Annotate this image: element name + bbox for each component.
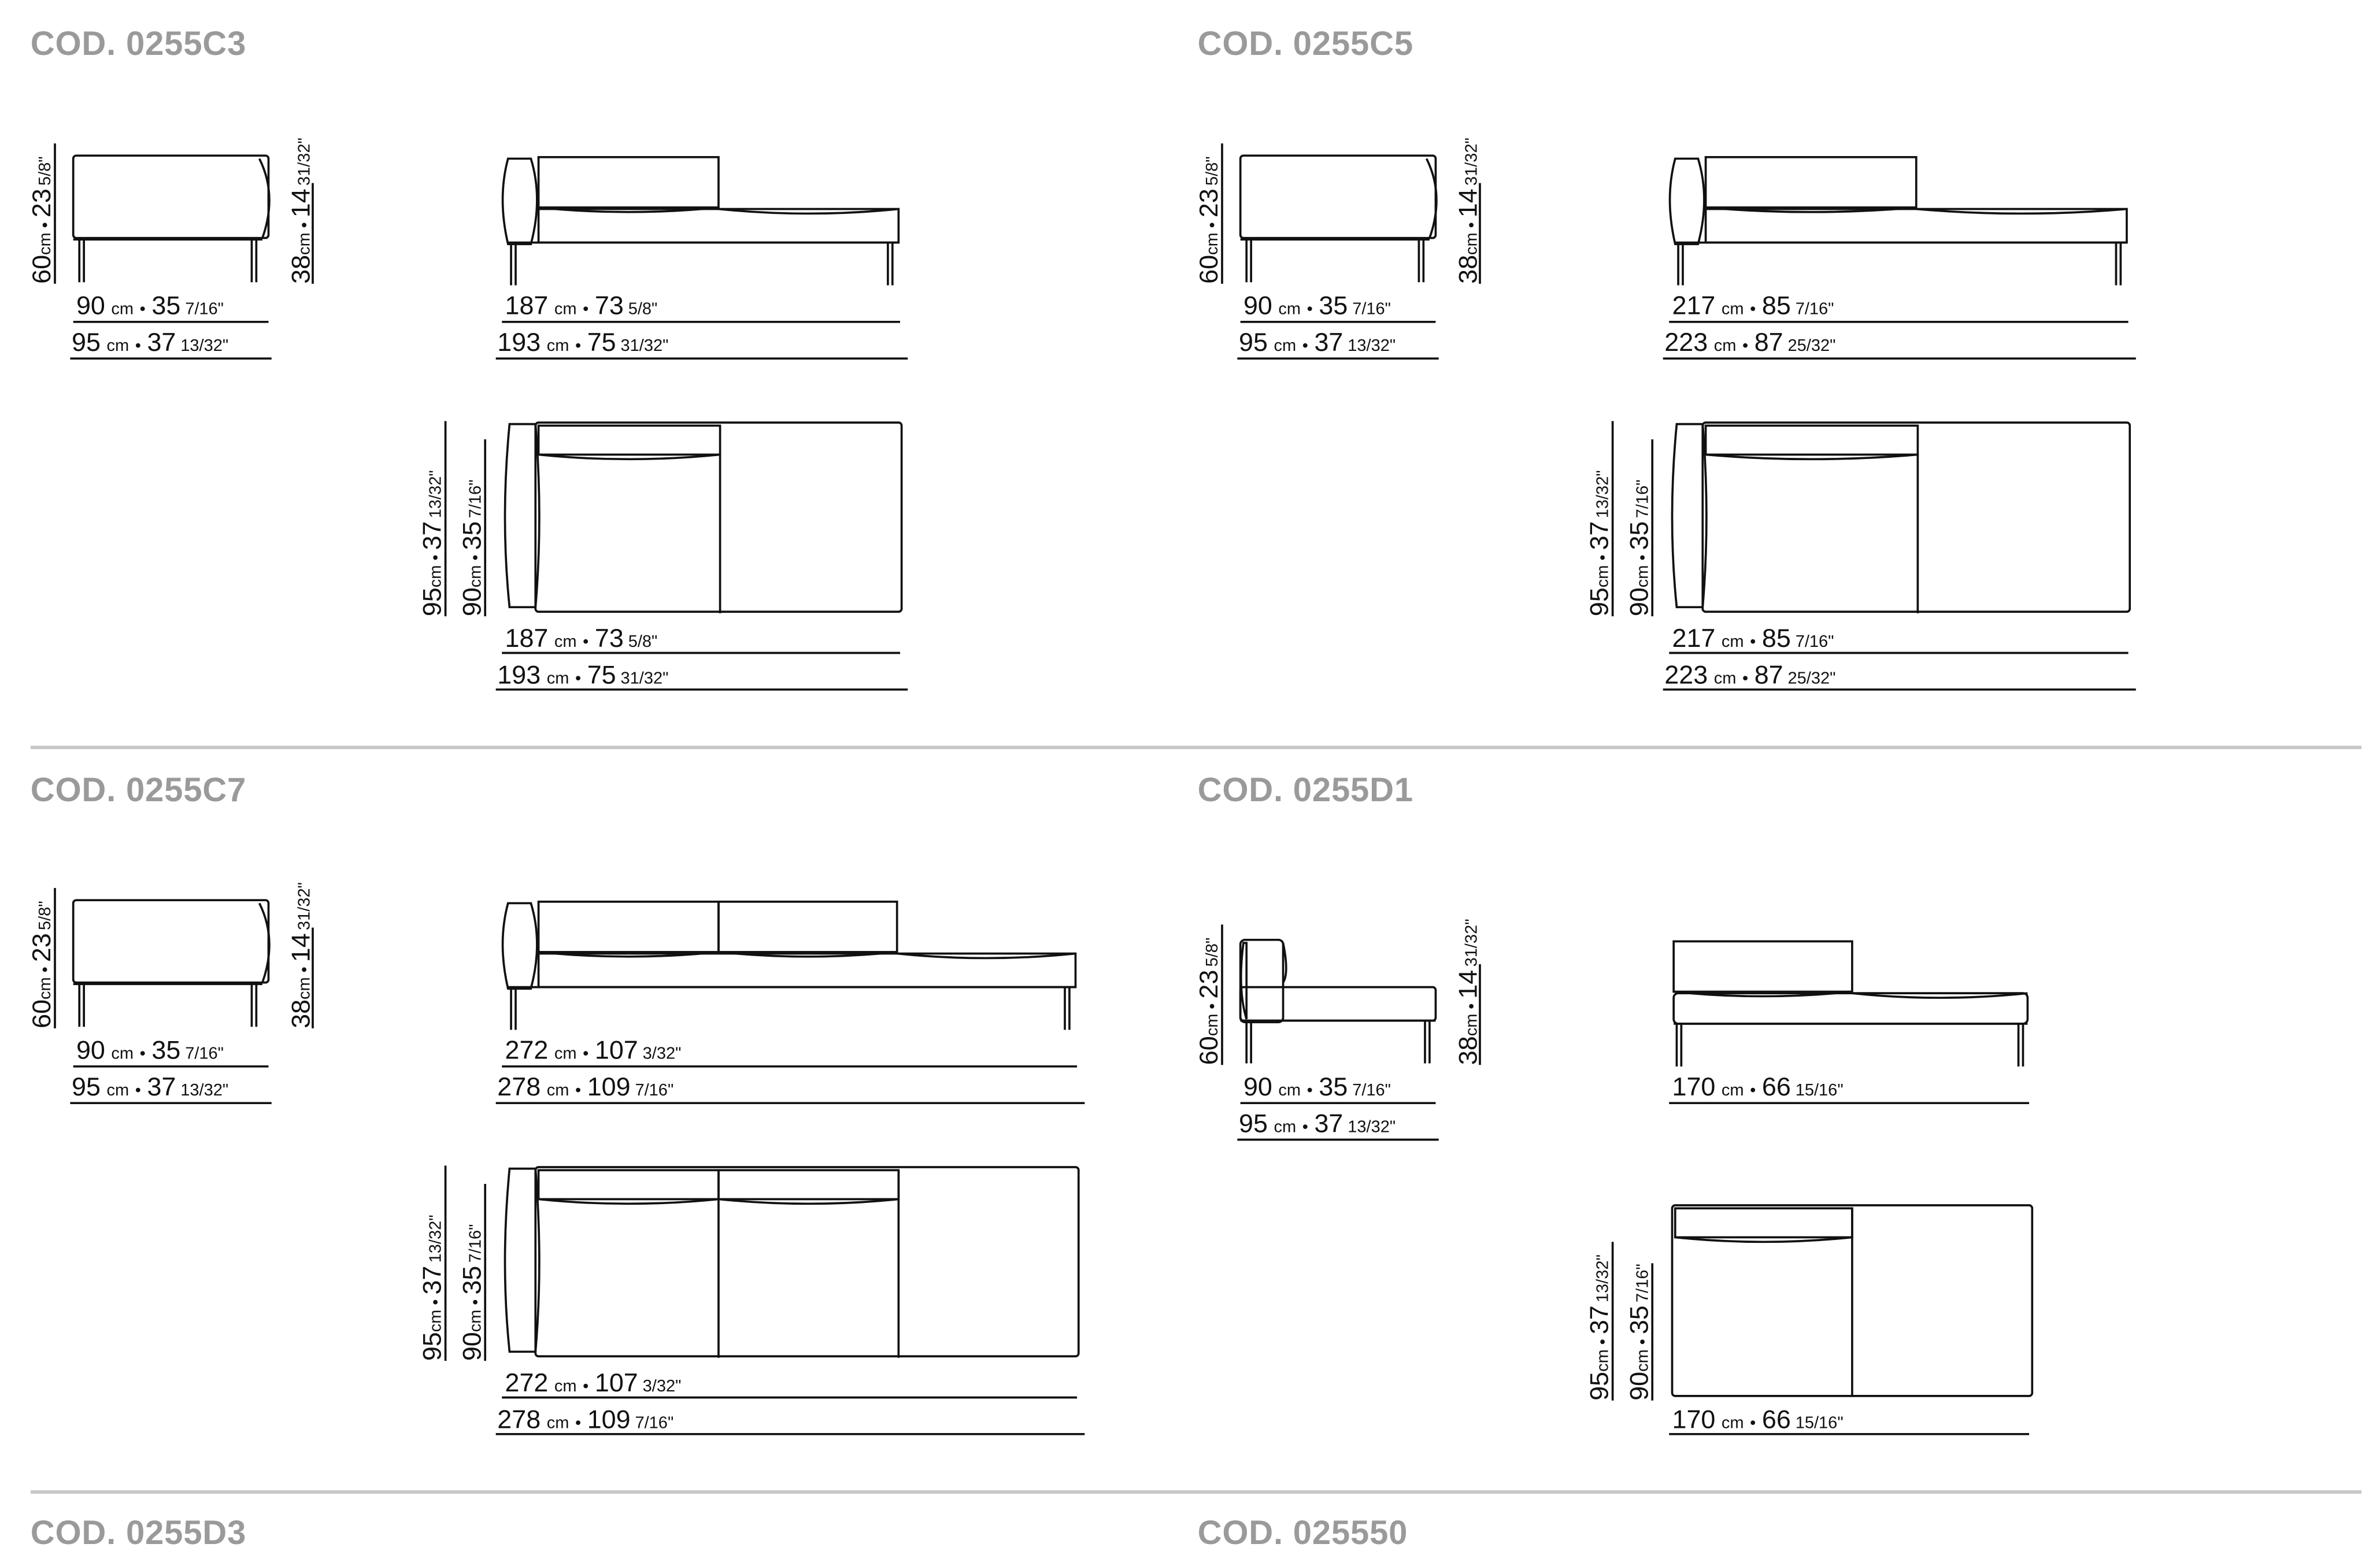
section-divider (30, 746, 2362, 749)
dimension-height-60: 60cm•235/8" (1194, 938, 1223, 1065)
side-view (1220, 143, 1481, 360)
dimension-height-60: 60cm•235/8" (27, 156, 56, 283)
dimension-depth-95: 95cm•3713/32" (1584, 470, 1613, 616)
section-code: COD. 0255D3 (30, 1513, 247, 1552)
front-view (495, 900, 1085, 1104)
section-divider (30, 1490, 2362, 1494)
dimension-depth-95: 95cm•3713/32" (417, 1215, 447, 1361)
section-code: COD. 0255D1 (1197, 771, 1413, 809)
section-code: COD. 025550 (1197, 1513, 1408, 1552)
side-view (54, 143, 314, 360)
side-view (1220, 924, 1481, 1141)
section-code: COD. 0255C3 (30, 25, 247, 63)
side-view (54, 887, 314, 1104)
dimension-depth-95: 95cm•3713/32" (1584, 1254, 1613, 1401)
plan-view (1611, 421, 2136, 691)
dimension-depth-95: 95cm•3713/32" (417, 470, 447, 616)
dimension-height-38: 38cm•1431/32" (1453, 919, 1483, 1065)
front-view (1663, 156, 2136, 360)
dimension-height-60: 60cm•235/8" (27, 901, 56, 1028)
dimension-height-38: 38cm•1431/32" (286, 882, 316, 1028)
dimension-depth-90: 90cm•357/16" (1624, 480, 1653, 617)
dimension-depth-90: 90cm•357/16" (457, 480, 486, 617)
dimension-depth-90: 90cm•357/16" (1624, 1264, 1653, 1401)
plan-view (444, 421, 908, 691)
front-view (1669, 940, 2029, 1104)
section-code: COD. 0255C7 (30, 771, 247, 809)
section-code: COD. 0255C5 (1197, 25, 1413, 63)
dimension-depth-90: 90cm•357/16" (457, 1224, 486, 1361)
dimension-height-60: 60cm•235/8" (1194, 156, 1223, 283)
dimension-height-38: 38cm•1431/32" (286, 138, 316, 284)
dimension-height-38: 38cm•1431/32" (1453, 138, 1483, 284)
plan-view (444, 1165, 1085, 1435)
front-view (495, 156, 908, 360)
plan-view (1611, 1204, 2033, 1435)
